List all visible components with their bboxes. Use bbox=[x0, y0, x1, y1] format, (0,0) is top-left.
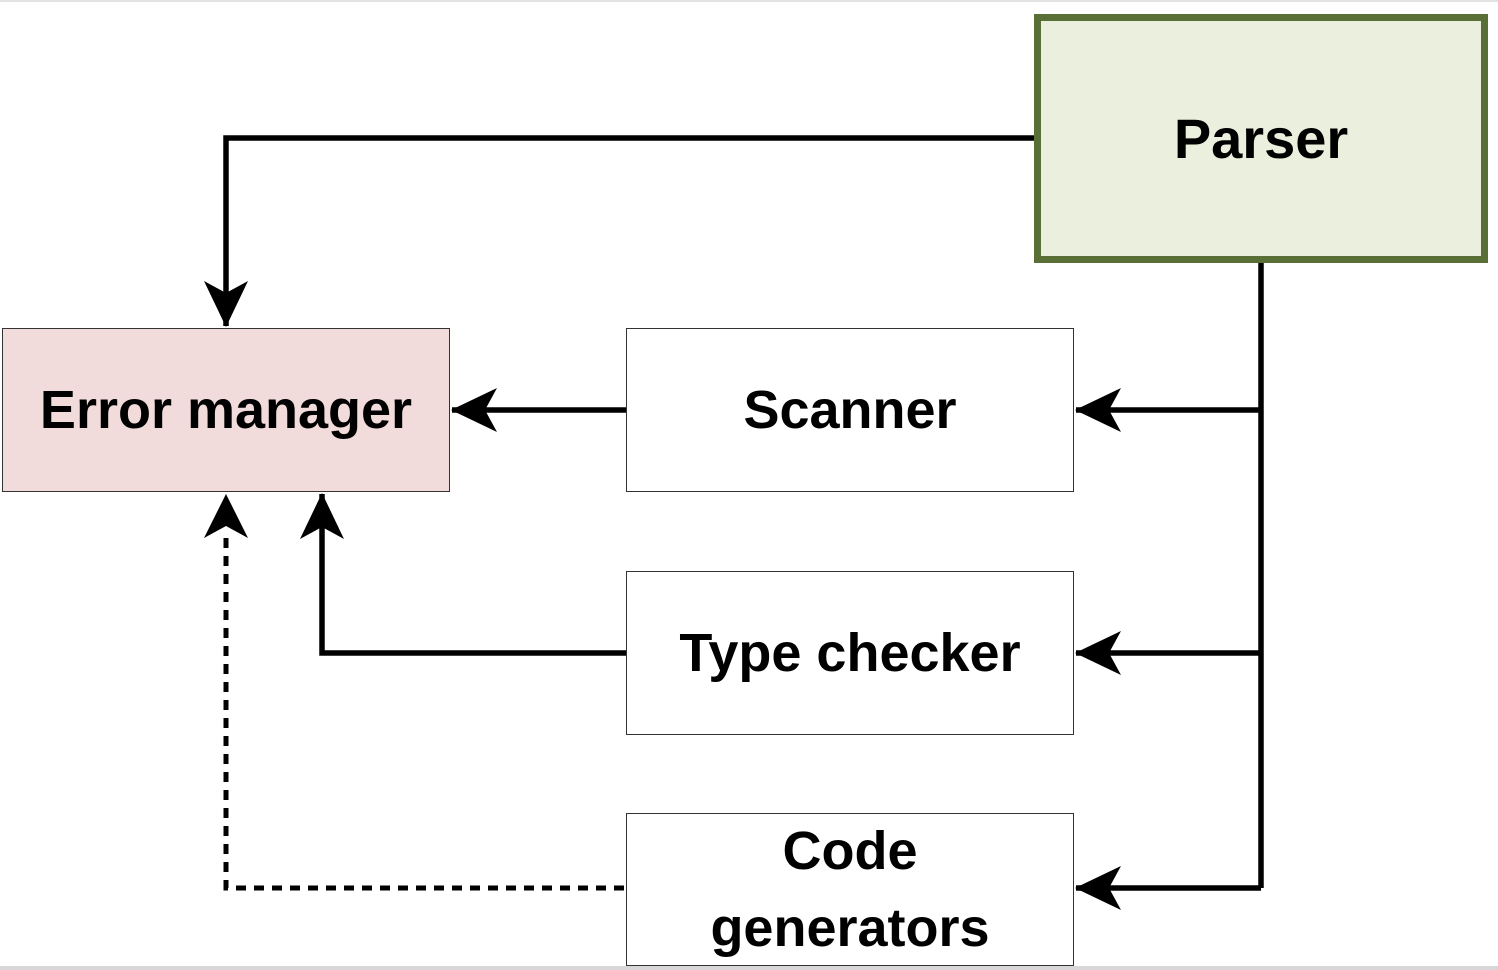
scanner-node: Scanner bbox=[626, 328, 1074, 492]
code-generators-label-line2: generators bbox=[710, 897, 990, 958]
code-generators-node: Code generators bbox=[626, 813, 1074, 966]
code-generators-label: Code generators bbox=[710, 813, 989, 966]
type-checker-label: Type checker bbox=[679, 623, 1021, 683]
edge-type-checker-to-error-manager bbox=[300, 493, 628, 656]
error-manager-label: Error manager bbox=[39, 380, 413, 440]
edge-code-generators-to-error-manager bbox=[223, 530, 624, 891]
arrowhead-code-generators-to-error-manager bbox=[204, 494, 248, 538]
edge-parser-to-error-manager bbox=[204, 135, 1036, 327]
parser-node: Parser bbox=[1034, 14, 1488, 263]
parser-label: Parser bbox=[1173, 107, 1349, 170]
scanner-label: Scanner bbox=[743, 380, 957, 440]
bottom-border bbox=[0, 966, 1498, 970]
top-border bbox=[0, 0, 1498, 2]
type-checker-node: Type checker bbox=[626, 571, 1074, 735]
error-manager-node: Error manager bbox=[2, 328, 450, 492]
code-generators-label-line1: Code bbox=[782, 820, 918, 881]
